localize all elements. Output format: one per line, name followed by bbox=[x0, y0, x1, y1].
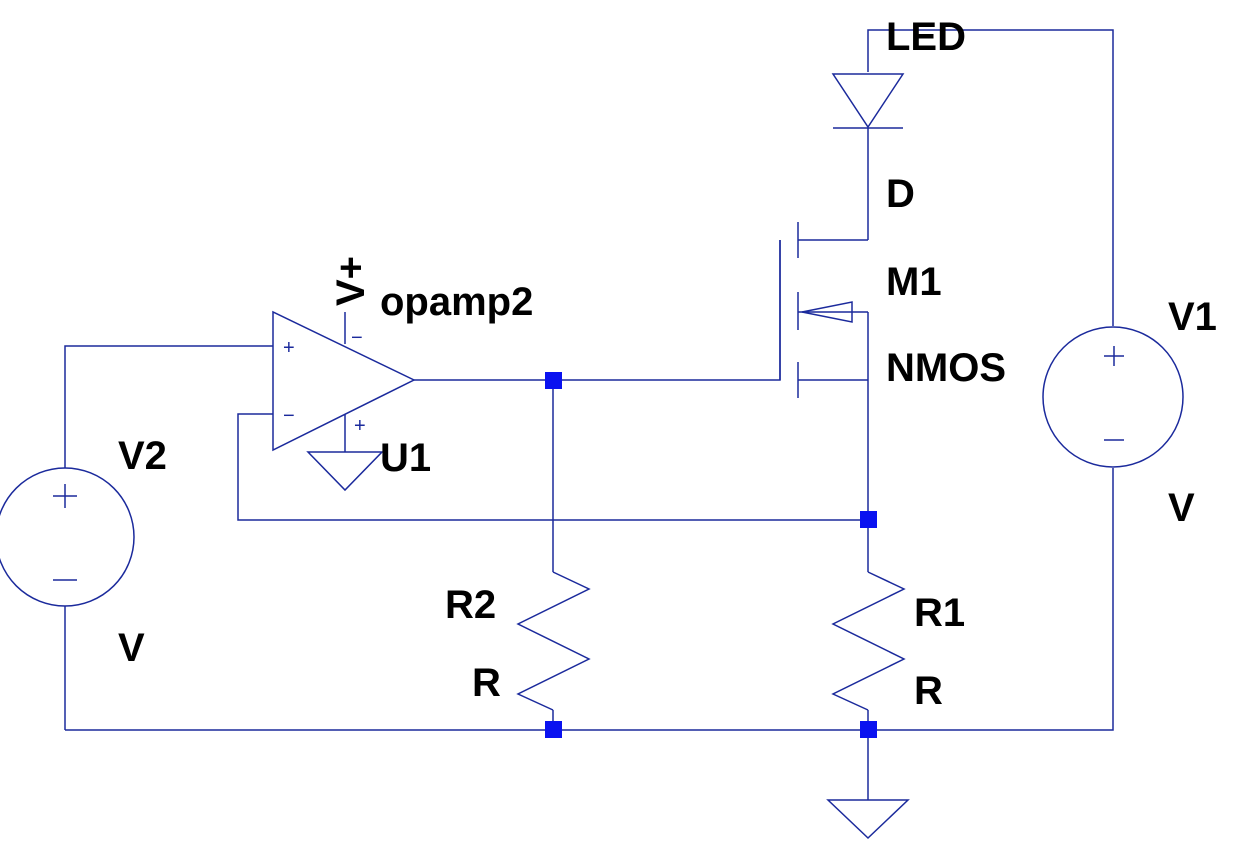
label-drain-d: D bbox=[886, 172, 915, 216]
label-led: LED bbox=[886, 15, 966, 59]
junctions bbox=[545, 372, 877, 738]
opamp-supply-minus-mark: − bbox=[351, 327, 363, 349]
resistor-r2-symbol bbox=[516, 571, 591, 711]
junction-ground-node bbox=[860, 721, 877, 738]
label-v2: V2 bbox=[118, 434, 167, 478]
wire-v1-bottom bbox=[868, 468, 1114, 731]
label-nmos: NMOS bbox=[886, 346, 1006, 390]
ground-icon bbox=[826, 799, 910, 840]
opamp-plus-input-mark: + bbox=[283, 337, 295, 359]
junction-sense-node bbox=[860, 511, 877, 528]
led-diode-symbol bbox=[831, 73, 905, 129]
label-vplus: V+ bbox=[329, 256, 373, 306]
label-r1-value: R bbox=[914, 669, 943, 713]
label-r2-value: R bbox=[472, 661, 501, 705]
wires bbox=[64, 29, 1114, 800]
resistor-r1-symbol bbox=[831, 571, 906, 711]
voltage-source-v1-symbol bbox=[1042, 326, 1184, 468]
wire-v2-top bbox=[64, 345, 273, 468]
opamp-u1-symbol bbox=[272, 310, 416, 452]
label-v1: V1 bbox=[1168, 295, 1217, 339]
opamp-ground-icon bbox=[306, 451, 384, 492]
opamp-minus-input-mark: − bbox=[283, 405, 295, 427]
junction-opamp-output bbox=[545, 372, 562, 389]
label-opamp2: opamp2 bbox=[380, 280, 533, 324]
label-v1-value: V bbox=[1168, 486, 1195, 530]
wire-led-top bbox=[867, 29, 1114, 326]
label-m1: M1 bbox=[886, 260, 942, 304]
label-v2-value: V bbox=[118, 626, 145, 670]
label-r1: R1 bbox=[914, 591, 965, 635]
voltage-source-v2-symbol bbox=[0, 467, 135, 607]
junction-r2-bottom bbox=[545, 721, 562, 738]
opamp-supply-plus-mark: + bbox=[354, 415, 366, 437]
label-u1: U1 bbox=[380, 436, 431, 480]
label-r2: R2 bbox=[445, 583, 496, 627]
nmos-transistor-symbol bbox=[779, 222, 869, 398]
